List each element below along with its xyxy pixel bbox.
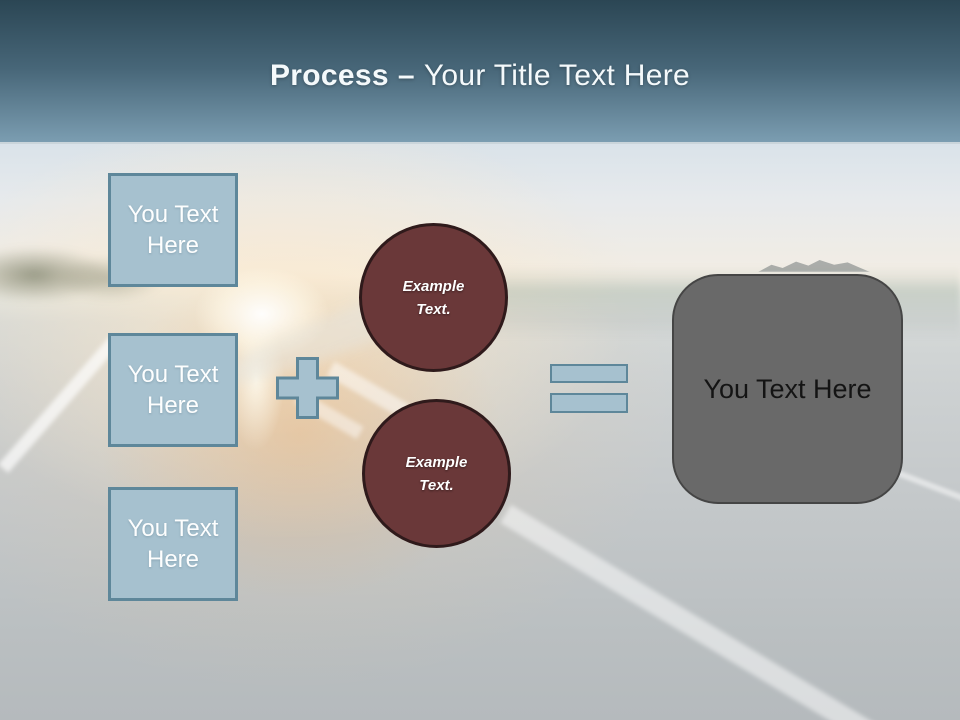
- example-circle-2: Example Text.: [362, 399, 511, 548]
- road-marking-far: [894, 469, 960, 505]
- page-title: Process–Your Title Text Here: [270, 49, 690, 93]
- plus-icon: [276, 357, 339, 419]
- input-box-3-label: You Text Here: [127, 515, 219, 573]
- example-circle-1-label: Example Text.: [402, 277, 465, 318]
- equals-icon: [550, 364, 628, 413]
- example-circle-1: Example Text.: [359, 223, 508, 372]
- result-box: You Text Here: [672, 274, 903, 504]
- slide-header: Process–Your Title Text Here: [0, 0, 960, 144]
- road-marking-left: [0, 336, 120, 473]
- equals-bar-bottom: [550, 393, 628, 413]
- title-text: Your Title Text Here: [423, 59, 690, 92]
- title-dash: –: [397, 59, 415, 92]
- input-box-1: You Text Here: [108, 173, 238, 287]
- equals-bar-top: [550, 364, 628, 383]
- input-box-2-label: You Text Here: [127, 361, 219, 419]
- result-box-label: You Text Here: [703, 373, 872, 404]
- input-box-2: You Text Here: [108, 333, 238, 447]
- example-circle-2-label: Example Text.: [405, 453, 468, 494]
- road-marking-right: [500, 504, 880, 720]
- input-box-3: You Text Here: [108, 487, 238, 601]
- input-box-1-label: You Text Here: [127, 201, 219, 259]
- mountain-silhouette: [758, 260, 870, 272]
- title-emphasis: Process: [269, 59, 389, 92]
